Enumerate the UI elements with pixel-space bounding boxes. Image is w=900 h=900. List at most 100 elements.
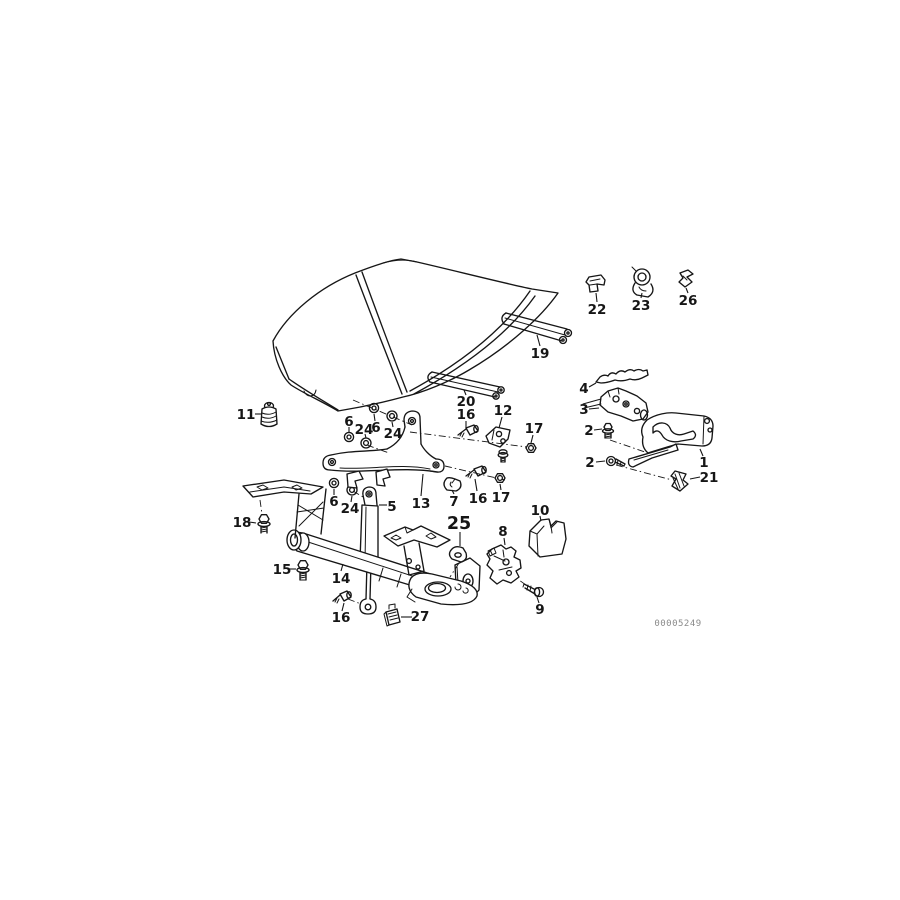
clip-25: [448, 546, 468, 563]
leader-line-9: [536, 596, 540, 604]
callout-8: 8: [498, 524, 507, 540]
leader-line-22: [595, 292, 598, 303]
diagram-artwork: [242, 258, 714, 627]
leader-line-21: [689, 476, 701, 480]
callout-20: 20: [457, 394, 476, 410]
leader-line-18: [248, 521, 257, 524]
gas-strut-5: [359, 486, 379, 615]
hinge-arm-13: [322, 410, 445, 489]
callout-17: 17: [525, 421, 544, 437]
leader-line-23: [640, 292, 643, 299]
nut-17a: [525, 443, 537, 453]
leader-line-2: [595, 460, 606, 463]
callout-16: 16: [469, 491, 488, 507]
callout-18: 18: [233, 515, 252, 531]
bolt-below-12: [497, 449, 509, 463]
callout-4: 4: [579, 381, 588, 397]
ring-6a: [343, 431, 355, 443]
callout-9: 9: [535, 602, 544, 618]
callout-24: 24: [355, 422, 374, 438]
clip-22: [585, 274, 606, 293]
clip-26: [678, 269, 694, 288]
callout-3: 3: [579, 402, 588, 418]
callout-23: 23: [632, 298, 651, 314]
leader-line-16: [474, 478, 478, 492]
stud-16a: [457, 424, 479, 438]
leader-line-2: [593, 428, 603, 431]
rubber-buffer-11: [260, 401, 278, 428]
hood-lock-8: [486, 544, 522, 585]
seal-strip-19: [501, 312, 573, 345]
leader-line-10: [539, 515, 542, 522]
callout-22: 22: [588, 302, 607, 318]
callout-15: 15: [273, 562, 292, 578]
hood-latch-hole: [303, 389, 317, 397]
callout-13: 13: [412, 496, 431, 512]
callout-5: 5: [387, 499, 396, 515]
callout-7: 7: [449, 494, 458, 510]
leader-line-7: [451, 489, 455, 495]
callout-1: 1: [699, 455, 708, 471]
washer-24b: [386, 410, 398, 422]
hood-hinge-1: [627, 412, 714, 468]
leader-line-1: [699, 448, 704, 457]
callout-14: 14: [332, 571, 351, 587]
callout-25: 25: [447, 514, 471, 534]
screw-9: [522, 583, 545, 598]
leader-line-16: [341, 602, 345, 612]
callout-2: 2: [585, 455, 594, 471]
screw-18: [257, 514, 271, 534]
drawing-number: 00005249: [654, 619, 701, 629]
leader-line-17: [530, 434, 534, 444]
callout-27: 27: [411, 609, 430, 625]
lock-cover-10: [528, 518, 567, 558]
leader-line-13: [420, 473, 424, 497]
striker-base-plate: [406, 572, 478, 606]
callout-16: 16: [332, 610, 351, 626]
leader-line-8: [503, 537, 506, 546]
callout-6: 6: [344, 414, 353, 430]
right-tower: [383, 525, 451, 576]
callout-24: 24: [384, 426, 403, 442]
leader-line-24: [391, 421, 394, 428]
callout-10: 10: [531, 503, 550, 519]
ring-6c: [328, 477, 340, 489]
hinge-bracket-3: [582, 387, 649, 422]
hood-panel: [272, 258, 559, 412]
leader-line-3: [588, 407, 600, 410]
callout-24: 24: [341, 501, 360, 517]
callout-2: 2: [584, 423, 593, 439]
screw-15: [296, 560, 310, 581]
leader-line-14: [340, 563, 344, 572]
leader-line-6: [373, 413, 376, 422]
clip-7: [443, 476, 462, 492]
leader-line-24: [364, 433, 367, 439]
callout-19: 19: [531, 346, 550, 362]
stud-16c: [332, 590, 352, 604]
seal-strip-20: [427, 371, 505, 400]
leader-line-12: [498, 416, 503, 429]
hose-clamp-23: [631, 266, 654, 298]
leader-line-20: [463, 389, 467, 396]
callout-16: 16: [457, 407, 476, 423]
callout-21: 21: [700, 470, 719, 486]
mount-plate-18: [242, 479, 324, 498]
clip-27: [383, 603, 401, 627]
gasket-4: [595, 368, 649, 384]
leader-line-17: [499, 483, 502, 491]
assembly-axes: [259, 399, 673, 605]
callout-17: 17: [492, 490, 511, 506]
leader-line-4: [588, 382, 597, 388]
callout-12: 12: [494, 403, 513, 419]
screw-2-upper: [601, 422, 615, 439]
callout-6: 6: [329, 494, 338, 510]
callout-11: 11: [237, 407, 256, 423]
left-tower: [294, 488, 327, 539]
screw-2-lower: [605, 455, 626, 467]
leader-line-24: [350, 495, 353, 503]
leader-line-19: [536, 334, 541, 347]
